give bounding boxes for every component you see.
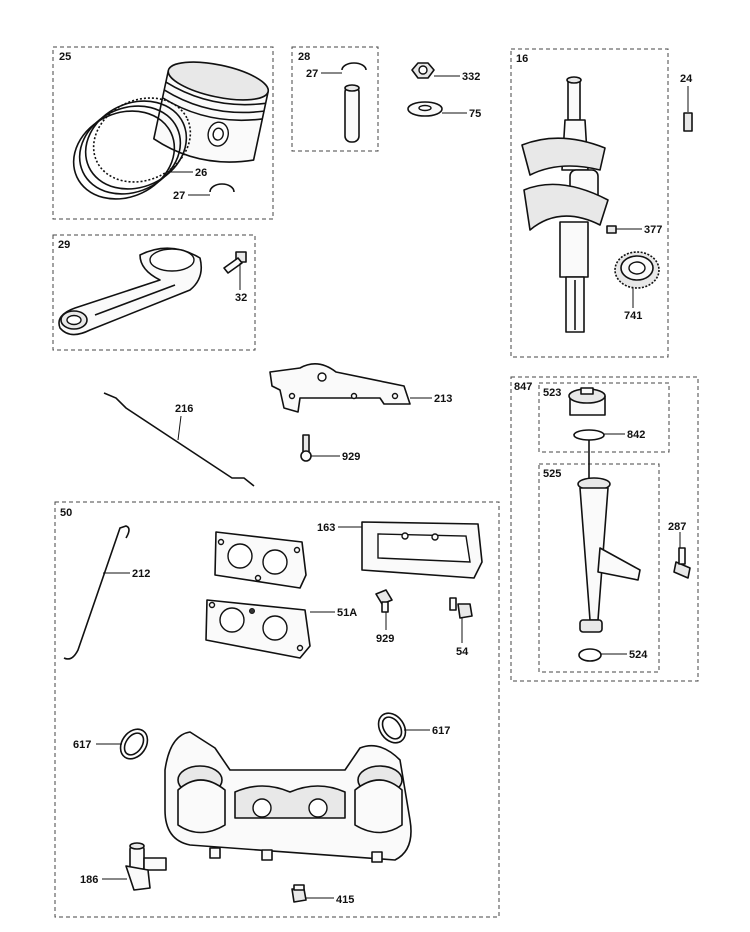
callout-163: 163 [317,522,335,534]
callout-617-right: 617 [432,725,450,737]
fitting-186-illustration [125,842,167,891]
group-label-525: 525 [543,468,561,480]
callout-617-left: 617 [73,739,91,751]
group-box-25: 25 [52,46,274,220]
piston-rings-illustration [72,97,192,200]
callout-216: 216 [175,403,193,415]
bolt-287-illustration [673,547,691,579]
callout-842: 842 [627,429,645,441]
nut-332-illustration [411,62,435,79]
timing-gear-741-illustration [614,251,660,289]
callout-54: 54 [456,646,469,658]
wrist-pin-illustration [341,62,367,143]
governor-bracket-213-illustration [269,363,411,413]
group-box-28: 28 [291,46,379,152]
washer-75-illustration [407,101,443,117]
gasket-51a-illustration [205,599,311,659]
gasket-upper-illustration [214,531,307,589]
retaining-clip-27-illustration [209,183,235,193]
intake-manifold-illustration [164,731,412,863]
group-label-847: 847 [514,381,532,393]
callout-929-lower: 929 [376,633,394,645]
callout-75: 75 [469,108,481,120]
o-ring-617-right-illustration [377,712,407,744]
key-24-illustration [683,112,693,132]
group-box-525: 525 [538,463,660,673]
screw-929-lower-illustration [375,589,393,613]
connecting-rod-illustration [58,247,203,336]
callout-213: 213 [434,393,452,405]
callout-415: 415 [336,894,354,906]
group-box-29: 29 [52,234,256,351]
link-rod-216-illustration [103,392,255,487]
rod-bolt-32-illustration [223,251,247,274]
callout-24: 24 [680,73,693,85]
callout-332: 332 [462,71,480,83]
o-ring-524-illustration [578,648,602,662]
o-ring-617-left-illustration [119,728,149,760]
callout-524: 524 [629,649,648,661]
group-label-16: 16 [516,53,528,65]
piston-illustration [153,61,270,163]
oil-cap-523-illustration [568,387,606,416]
callout-741: 741 [624,310,642,322]
group-box-16: 16 [510,48,669,358]
callout-377: 377 [644,224,662,236]
dipstick-tube-525-illustration [577,477,641,633]
wire-212-illustration [63,525,130,660]
group-box-523: 523 [538,382,670,453]
callout-929-top: 929 [342,451,360,463]
group-label-523: 523 [543,387,561,399]
group-label-50: 50 [60,507,72,519]
woodruff-key-377-illustration [606,225,617,234]
group-label-29: 29 [58,239,70,251]
callout-287: 287 [668,521,686,533]
callout-27-piston: 27 [173,190,185,202]
group-label-25: 25 [59,51,71,63]
crankshaft-illustration [521,76,609,333]
callout-186: 186 [80,874,98,886]
o-ring-842-illustration [573,429,605,441]
callout-32: 32 [235,292,247,304]
group-box-847: 847 [510,376,699,682]
screw-929-illustration [300,434,312,462]
callout-51a: 51A [337,607,357,619]
group-label-28: 28 [298,51,310,63]
callout-26: 26 [195,167,207,179]
gasket-163-illustration [361,521,483,579]
callout-212: 212 [132,568,150,580]
group-box-50: 50 [54,501,500,918]
callout-27-pin: 27 [306,68,318,80]
bolt-54-illustration [449,597,473,619]
plug-415-illustration [291,884,307,903]
